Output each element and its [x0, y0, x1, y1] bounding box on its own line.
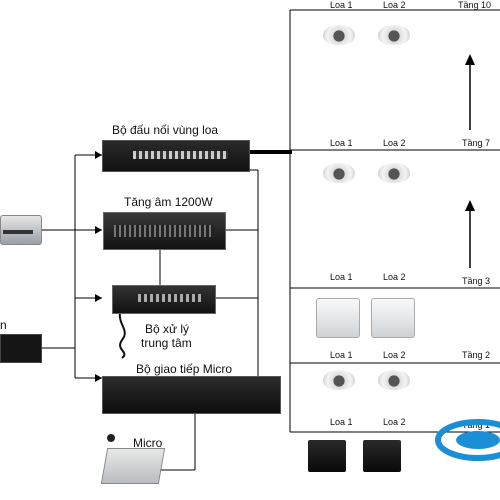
wall-white-speaker-icon: [316, 298, 360, 338]
speaker-label: Loa 2: [383, 272, 406, 282]
speaker-label: Loa 2: [383, 0, 406, 10]
wall-white-speaker-icon: [371, 298, 415, 338]
left-device-label: n: [0, 318, 7, 332]
zone-connector-device: [102, 140, 250, 172]
handset-cord: [118, 311, 126, 359]
floor-label: Tầng 2: [462, 350, 491, 360]
speaker-label: Loa 1: [330, 0, 353, 10]
ceiling-speaker-icon: [378, 370, 410, 390]
box-black-speaker-icon: [308, 440, 346, 472]
processor-label-line1: Bộ xử lý: [145, 322, 190, 336]
ceiling-speaker-icon: [323, 370, 355, 390]
box-black-speaker-icon: [363, 440, 401, 472]
cd-player-device: [0, 215, 42, 245]
floor-label: Tầng 7: [462, 138, 491, 148]
arrow-head: [95, 226, 102, 234]
speaker-label: Loa 2: [383, 350, 406, 360]
ceiling-speaker-icon: [378, 25, 410, 45]
microphone-label: Micro: [133, 436, 163, 450]
brand-logo-icon: [435, 419, 500, 461]
speaker-label: Loa 2: [383, 417, 406, 427]
microphone-head: [107, 434, 115, 442]
processor-label-line2: trung tâm: [141, 336, 192, 350]
processor-device: [112, 285, 216, 314]
arrow-head: [95, 294, 102, 302]
speaker-label: Loa 1: [330, 272, 353, 282]
arrow-head: [95, 374, 102, 382]
speaker-label: Loa 2: [383, 138, 406, 148]
floor-label: Tầng 10: [458, 0, 492, 10]
zone-connector-label: Bộ đấu nối vùng loa: [112, 123, 219, 137]
mic-interface-label: Bộ giao tiếp Micro: [136, 362, 233, 376]
microphone-console: [100, 448, 166, 484]
mic-interface-device: [102, 376, 281, 414]
speaker-label: Loa 1: [330, 417, 353, 427]
amplifier-device: [103, 212, 226, 250]
arrow-head: [95, 151, 102, 159]
floor-label: Tầng 3: [462, 276, 491, 286]
ceiling-speaker-icon: [378, 163, 410, 183]
amplifier-label: Tăng âm 1200W: [124, 195, 213, 209]
speaker-label: Loa 1: [330, 350, 353, 360]
speaker-label: Loa 1: [330, 138, 353, 148]
ceiling-speaker-icon: [323, 163, 355, 183]
ceiling-speaker-icon: [323, 25, 355, 45]
left-black-device: [0, 334, 42, 363]
